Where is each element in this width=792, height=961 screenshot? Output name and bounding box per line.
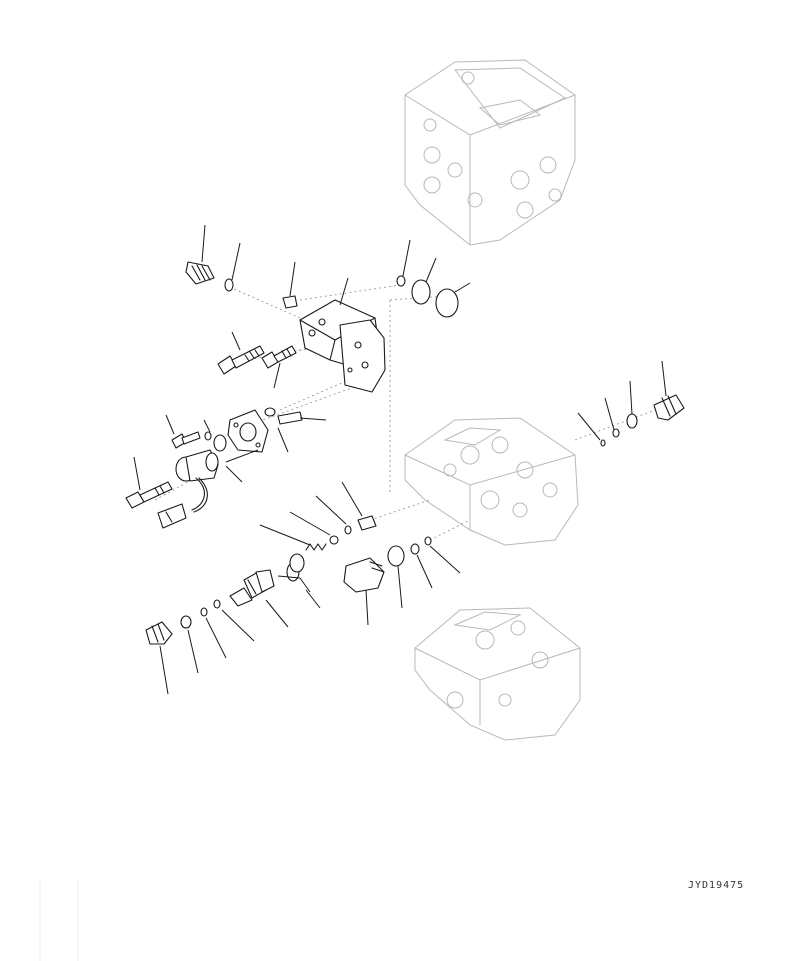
pin-fitting [264, 407, 303, 425]
leader-lines [133, 224, 667, 695]
o-ring-adapter [213, 434, 227, 452]
o-ring-upper-left [224, 278, 234, 292]
valve-block [299, 299, 386, 393]
long-bolt-upper [217, 345, 265, 375]
bottom-valve-body [414, 607, 581, 741]
solenoid-valve [157, 449, 219, 529]
valve-cartridge [229, 569, 275, 607]
plug-upper-left [185, 261, 215, 285]
o-ring-large-upper-right [435, 288, 459, 318]
o-ring-adapter-small [204, 431, 212, 441]
ring-fitting [286, 553, 305, 582]
small-poppet [329, 535, 339, 545]
short-bolt-upper [261, 345, 297, 369]
drawing-number: JYD19475 [688, 880, 745, 891]
o-ring-right-tiny [600, 439, 606, 447]
o-ring-relief-small [410, 543, 420, 555]
short-bolt-adapter [171, 431, 201, 449]
assembly-lines [154, 284, 656, 541]
relief-valve [343, 557, 385, 593]
o-ring-lower-left-tiny [213, 599, 221, 609]
o-ring-small-upper-right [396, 275, 406, 287]
scan-artifact [39, 880, 79, 961]
long-bolt-lower [125, 481, 173, 509]
o-ring-right-small [612, 428, 620, 438]
o-ring-relief-tiny [424, 536, 432, 546]
plug-right [653, 394, 685, 421]
o-ring-relief [387, 545, 405, 567]
o-ring-lower-left-small [200, 607, 208, 617]
plug-center [357, 515, 377, 531]
o-ring-medium-upper-right [411, 279, 431, 305]
top-valve-body [404, 59, 576, 246]
adapter-plate [227, 409, 269, 453]
o-ring-right [626, 413, 638, 429]
middle-valve-body [404, 417, 579, 546]
plug-lower-left [145, 621, 173, 645]
o-ring-poppet [344, 525, 352, 535]
o-ring-lower-left [180, 615, 192, 629]
small-plug-upper [282, 295, 298, 309]
